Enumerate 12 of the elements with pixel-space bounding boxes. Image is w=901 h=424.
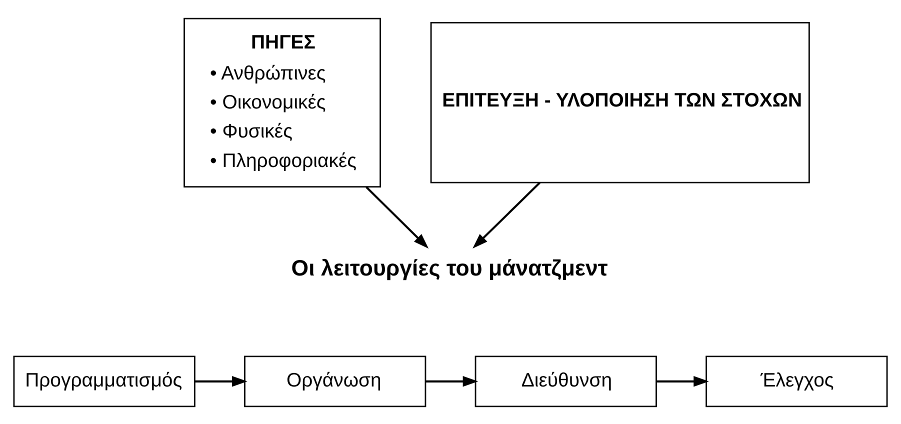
node-box: Έλεγχος bbox=[706, 355, 888, 407]
arrow bbox=[472, 182, 541, 248]
node-box: Διεύθυνση bbox=[474, 355, 657, 407]
arrow bbox=[194, 376, 248, 386]
node-box: Οργάνωση bbox=[244, 355, 426, 407]
node-text: Οι λειτουργίες του μάνατζμεντ bbox=[291, 254, 608, 280]
node-box: ΕΠΙΤΕΥΞΗ - ΥΛΟΠΟΙΗΣΗ ΤΩΝ ΣΤΟΧΩΝ bbox=[430, 22, 810, 183]
node-box: ΠΗΓΕΣ • Ανθρώπινες • Οικονομικές • Φυσικές • Πληροφοριακές bbox=[184, 17, 381, 187]
node-box: Προγραμματισμός bbox=[13, 355, 196, 407]
arrow bbox=[656, 376, 709, 386]
arrow bbox=[426, 376, 478, 386]
arrow bbox=[366, 186, 429, 248]
